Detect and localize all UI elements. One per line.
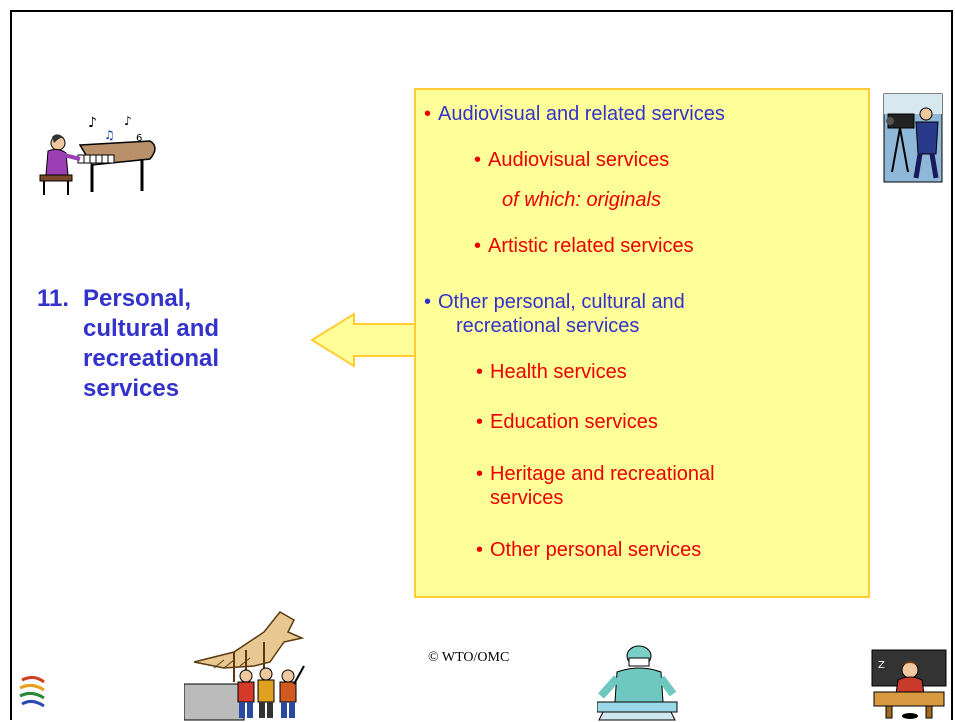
svg-text:Z: Z	[878, 660, 885, 671]
list-item: •Health services	[476, 361, 627, 383]
surgeon-icon	[597, 645, 678, 721]
wto-logo-icon	[19, 676, 45, 708]
pianist-icon: ♪ ♫ ♪ 6	[39, 114, 156, 195]
svg-text:♪: ♪	[124, 114, 132, 128]
list-item-note: of which: originals	[502, 189, 661, 211]
heading-line: Personal,	[83, 285, 192, 312]
list-item: •Education services	[476, 411, 658, 433]
callout-arrow-icon	[310, 312, 417, 368]
copyright: © WTO/OMC	[428, 650, 510, 665]
svg-text:♪: ♪	[88, 115, 97, 131]
svg-text:♫: ♫	[104, 128, 115, 142]
services-box: •Audiovisual and related services •Audio…	[414, 88, 870, 598]
svg-text:6: 6	[136, 133, 142, 144]
heading-line: recreational	[83, 345, 220, 372]
group-title-audiovisual: •Audiovisual and related services	[424, 103, 725, 125]
section-number: 11.	[37, 285, 70, 312]
teacher-icon: Z	[871, 649, 947, 719]
group-title-other-line2: recreational services	[456, 315, 640, 337]
list-item-line2: services	[490, 487, 564, 509]
heading-line: services	[83, 375, 180, 402]
list-item: •Audiovisual services	[474, 149, 670, 171]
heading-line: cultural and	[83, 315, 220, 342]
camera-operator-icon	[883, 93, 943, 183]
slide: 11. Personal, cultural and recreational …	[10, 10, 953, 721]
list-item: •Artistic related services	[474, 235, 694, 257]
dinosaur-museum-icon	[184, 611, 305, 721]
group-title-other: •Other personal, cultural and	[424, 291, 685, 313]
list-item: •Heritage and recreational	[476, 463, 715, 485]
list-item: •Other personal services	[476, 539, 702, 561]
